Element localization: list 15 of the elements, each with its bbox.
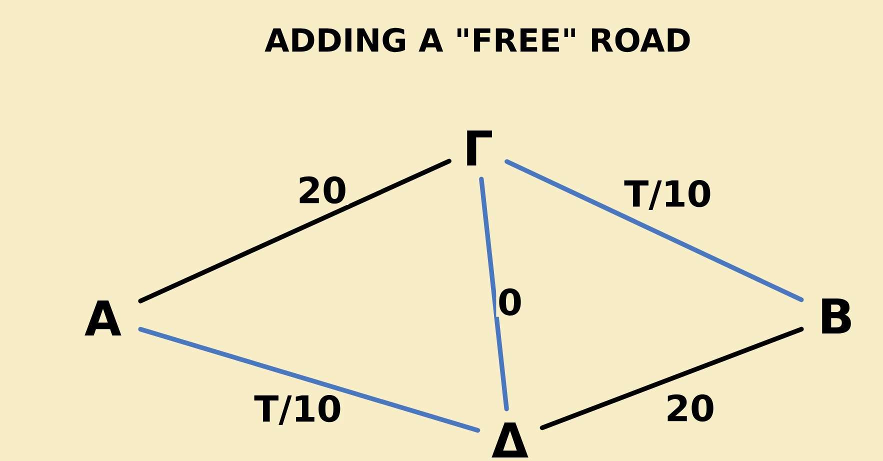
edge-label: T/10 <box>252 394 344 426</box>
road-line <box>479 176 509 412</box>
title: ADDING A "FREE" ROAD <box>264 28 690 52</box>
road-line <box>138 158 452 304</box>
edge-label: 20 <box>296 175 348 205</box>
node-letter: Δ <box>492 422 528 458</box>
road-line <box>138 326 480 433</box>
node-letter: Γ <box>467 130 492 166</box>
edge-label: 20 <box>664 393 716 423</box>
road-line <box>504 159 804 302</box>
road-line <box>540 326 804 430</box>
node-letter: B <box>822 298 851 334</box>
node-letter: A <box>84 300 122 336</box>
edge-label: 0 <box>496 287 524 317</box>
edge-label: T/10 <box>622 178 714 212</box>
